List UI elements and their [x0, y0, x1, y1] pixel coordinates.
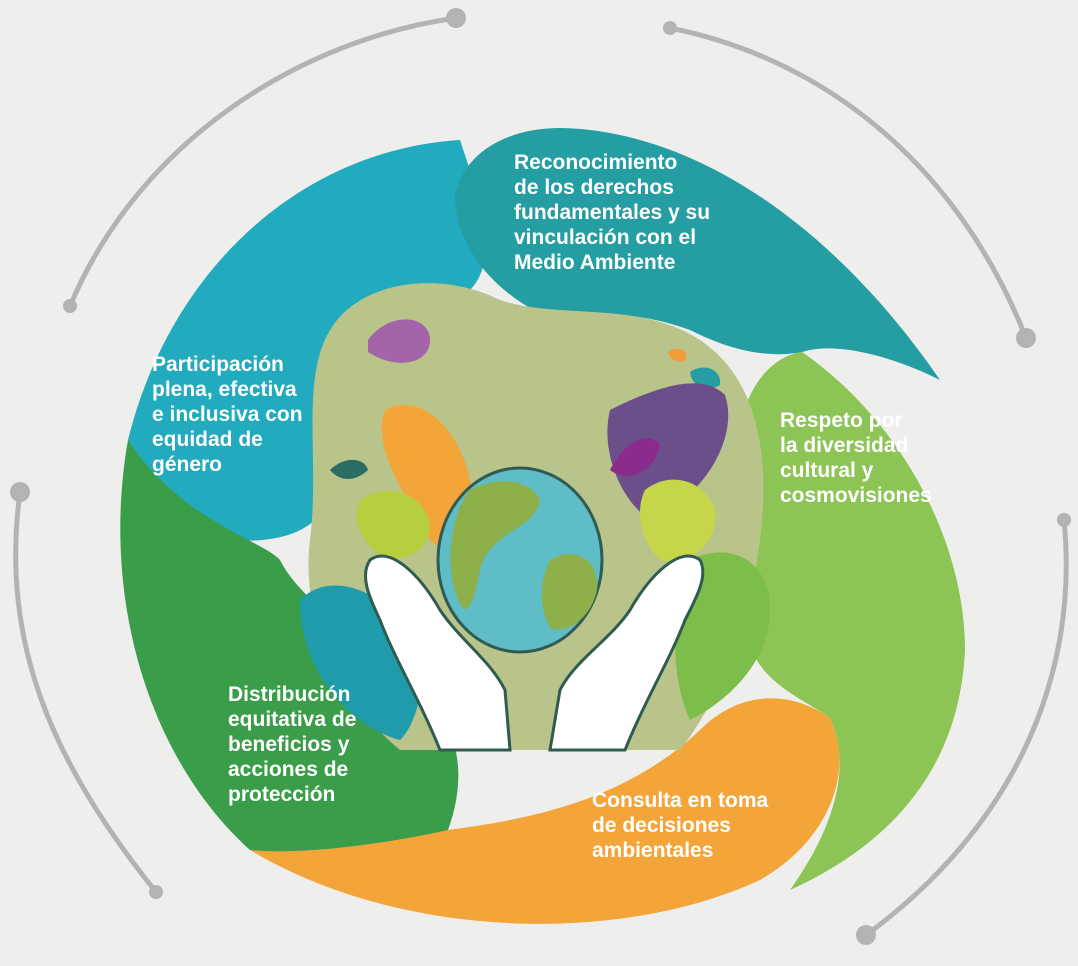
segment-participacion: [128, 140, 486, 541]
segment-distribucion: [120, 440, 459, 855]
hands-holding-earth-icon: [300, 283, 770, 752]
label-derechos: Reconocimiento de los derechos fundament…: [514, 150, 710, 275]
arc-right: [863, 517, 1069, 938]
label-line: cultural y: [780, 459, 874, 482]
label-line: de decisiones: [592, 814, 731, 837]
outer-arcs: [13, 15, 1069, 938]
label-distribucion: Distribución equitativa de beneficios y …: [228, 682, 356, 807]
label-line: fundamentales y su: [514, 201, 711, 224]
arc-top-left: [67, 15, 459, 309]
arc-dot: [149, 885, 163, 899]
label-line: e inclusiva con: [152, 403, 303, 426]
label-line: vinculación con el: [514, 226, 697, 249]
label-line: Consulta en toma: [592, 789, 769, 812]
arc-top-right: [667, 25, 1029, 341]
label-line: plena, efectiva: [152, 378, 297, 401]
arc-left: [13, 489, 159, 895]
label-line: Distribución: [228, 683, 351, 706]
label-line: Medio Ambiente: [514, 251, 676, 274]
arc-dot: [1016, 328, 1036, 348]
label-line: Reconocimiento: [514, 151, 678, 174]
label-line: acciones de: [228, 758, 349, 781]
label-line: cosmovisiones: [780, 484, 932, 507]
arc-dot: [63, 299, 77, 313]
label-line: de los derechos: [514, 176, 674, 199]
label-line: beneficios y: [228, 733, 350, 756]
label-consulta: Consulta en toma de decisiones ambiental…: [592, 788, 768, 863]
arc-dot: [446, 8, 466, 28]
label-line: ambientales: [592, 839, 714, 862]
arc-dot: [10, 482, 30, 502]
label-diversidad: Respeto por la diversidad cultural y cos…: [780, 408, 932, 508]
arc-dot: [663, 21, 677, 35]
label-line: género: [152, 453, 223, 476]
label-line: protección: [228, 783, 336, 806]
arc-dot: [1057, 513, 1071, 527]
arc-dot: [856, 925, 876, 945]
label-line: Participación: [152, 353, 284, 376]
label-line: la diversidad: [780, 434, 909, 457]
label-line: equitativa de: [228, 708, 357, 731]
label-line: equidad de: [152, 428, 263, 451]
arc-endpoints: [10, 8, 1071, 945]
segment-consulta: [250, 698, 840, 924]
segment-diversidad: [740, 352, 965, 890]
label-line: Respeto por: [780, 409, 903, 432]
label-participacion: Participación plena, efectiva e inclusiv…: [152, 352, 303, 477]
